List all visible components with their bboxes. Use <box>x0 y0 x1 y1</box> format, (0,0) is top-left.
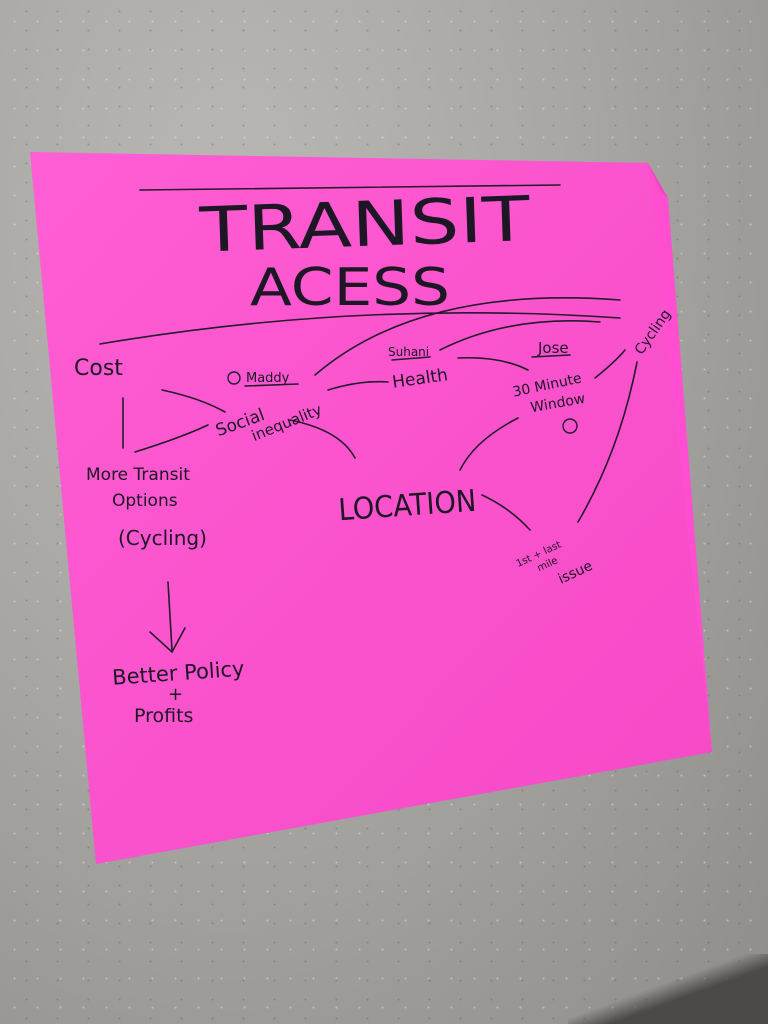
node-more-2: Options <box>112 491 178 511</box>
connector-social-cycling <box>314 297 621 376</box>
connector-health-cycling <box>439 320 601 351</box>
smiley-icon <box>562 418 578 434</box>
connector-social-location <box>289 419 356 459</box>
title-line-2: ACESS <box>250 258 450 318</box>
connector-cycling-mile <box>577 361 638 523</box>
node-policy-2: + <box>168 684 183 705</box>
arrow-head <box>149 627 186 654</box>
name-maddy: Maddy <box>246 371 290 386</box>
connector-window-cycling <box>594 349 626 379</box>
connector-location-mile <box>481 494 531 531</box>
node-more-1: More Transit <box>86 465 190 485</box>
node-cost: Cost <box>74 356 123 381</box>
name-suhani: Suhani <box>388 345 429 359</box>
connector-more-social <box>134 424 209 453</box>
connector-cost-cycling <box>99 311 621 345</box>
smiley-icon <box>227 371 241 385</box>
arrow-more-to-policy <box>167 581 173 651</box>
title-line-1: TRANSIT <box>197 182 532 267</box>
node-more-3: (Cycling) <box>118 526 207 550</box>
connector-window-location <box>459 417 519 471</box>
connector-cost-social <box>161 389 226 413</box>
connector-social-health <box>327 380 389 391</box>
desk-edge-shadow <box>568 954 768 1024</box>
connector-health-window <box>457 356 529 371</box>
name-jose: Jose <box>537 339 569 357</box>
node-policy-3: Profits <box>134 705 193 727</box>
